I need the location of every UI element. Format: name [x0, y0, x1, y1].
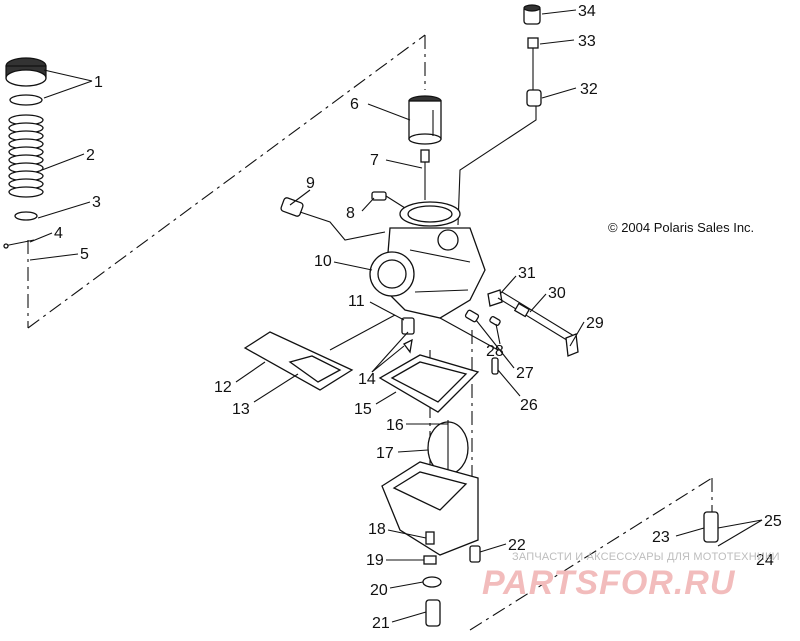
main-jet-parts — [401, 317, 415, 354]
callout-16: 16 — [386, 417, 404, 434]
callout-12: 12 — [214, 379, 232, 396]
callout-14: 14 — [358, 371, 376, 388]
callout-3: 3 — [92, 194, 101, 211]
callout-32: 32 — [580, 81, 598, 98]
float-bowl — [381, 461, 479, 556]
callout-22: 22 — [508, 537, 526, 554]
callout-9: 9 — [306, 175, 315, 192]
callout-24: 24 — [756, 552, 774, 569]
callout-17: 17 — [376, 445, 394, 462]
callout-7: 7 — [370, 152, 379, 169]
callout-20: 20 — [370, 582, 388, 599]
callout-27: 27 — [516, 365, 534, 382]
callout-4: 4 — [54, 225, 63, 242]
idle-screw-assembly — [487, 289, 579, 357]
callout-8: 8 — [346, 205, 355, 222]
slide-cap-assembly — [3, 57, 47, 249]
callout-15: 15 — [354, 401, 372, 418]
callout-34: 34 — [578, 3, 596, 20]
callout-13: 13 — [232, 401, 250, 418]
callout-18: 18 — [368, 521, 386, 538]
callout-21: 21 — [372, 615, 390, 632]
jet-needle — [420, 149, 430, 200]
air-screw — [371, 191, 406, 209]
callout-2: 2 — [86, 147, 95, 164]
throttle-cable-parts — [457, 4, 542, 226]
assembly-guide-lines — [27, 34, 713, 631]
throttle-slide — [408, 95, 442, 145]
callout-19: 19 — [366, 552, 384, 569]
float-bowl-gasket — [378, 354, 480, 413]
callout-29: 29 — [586, 315, 604, 332]
callout-11: 11 — [348, 293, 365, 310]
leader-lines — [29, 9, 763, 623]
watermark-brand: PARTSFOR.RU — [482, 564, 736, 602]
spring — [8, 114, 44, 198]
drain-parts — [422, 531, 442, 627]
callout-33: 33 — [578, 33, 596, 50]
callout-labels: 1 2 3 4 5 6 7 8 9 10 11 12 13 14 15 16 1… — [54, 3, 782, 632]
copyright-notice: © 2004 Polaris Sales Inc. — [608, 220, 754, 235]
callout-5: 5 — [80, 246, 89, 263]
pilot-screw-parts — [439, 309, 501, 375]
carburetor-body — [369, 201, 486, 319]
callout-6: 6 — [350, 96, 359, 113]
watermark: ЗАПЧАСТИ И АКСЕССУАРЫ ДЛЯ МОТОТЕХНИКИ PA… — [482, 551, 780, 602]
callout-23: 23 — [652, 529, 670, 546]
watermark-tagline: ЗАПЧАСТИ И АКСЕССУАРЫ ДЛЯ МОТОТЕХНИКИ — [512, 551, 780, 563]
callout-26: 26 — [520, 397, 538, 414]
callout-25: 25 — [764, 513, 782, 530]
callout-31: 31 — [518, 265, 536, 282]
float-pin — [703, 511, 719, 543]
callout-28: 28 — [486, 343, 504, 360]
callout-1: 1 — [94, 74, 103, 91]
callout-30: 30 — [548, 285, 566, 302]
choke-plunger — [280, 197, 386, 241]
callout-10: 10 — [314, 253, 332, 270]
bowl-screw — [469, 545, 481, 563]
